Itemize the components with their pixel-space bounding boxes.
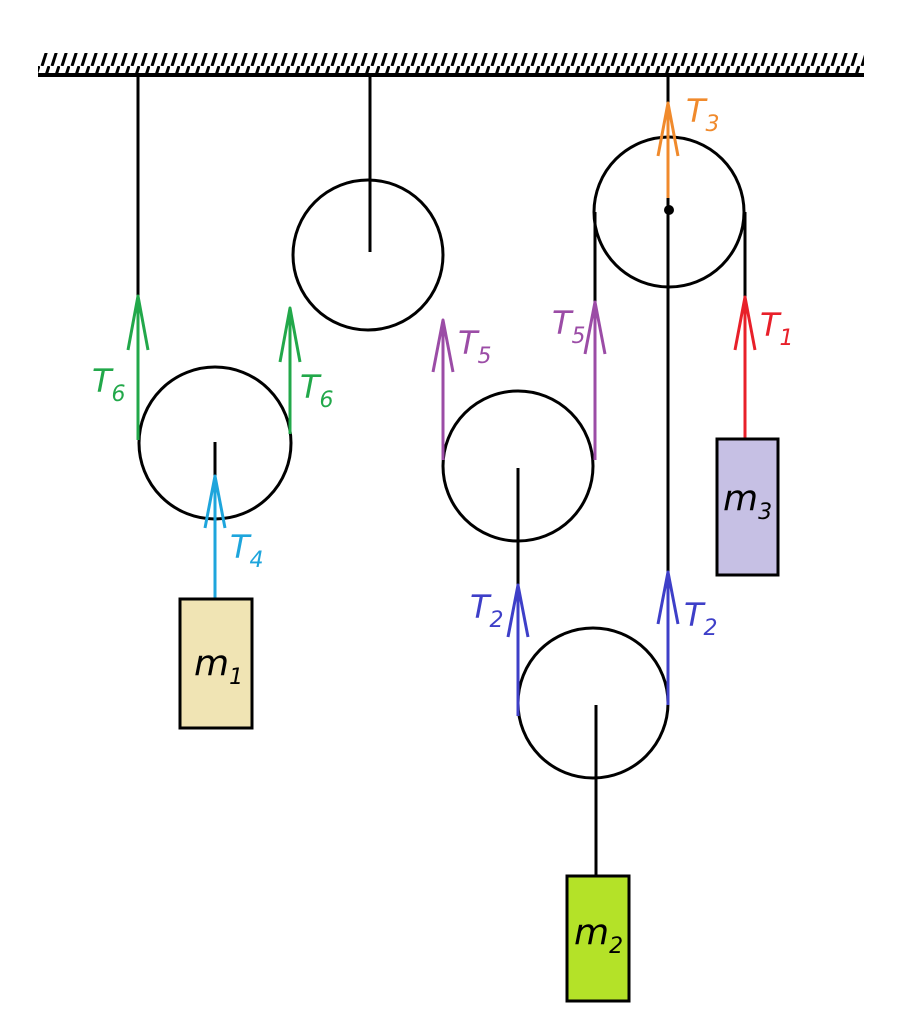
ceiling bbox=[38, 53, 864, 77]
t5-right-arrow bbox=[583, 300, 607, 460]
t5-left-label: T5 bbox=[458, 324, 492, 369]
pulley-bottom bbox=[516, 626, 670, 780]
t3-arrow bbox=[656, 101, 680, 198]
masses bbox=[178, 437, 780, 1003]
mass-m1-label: m1 bbox=[194, 643, 243, 690]
t6-left-label: T6 bbox=[92, 362, 126, 407]
t6-right-label: T6 bbox=[300, 368, 334, 413]
t2-right-label: T2 bbox=[684, 596, 718, 641]
mass-m3-box bbox=[715, 437, 780, 577]
pulley-top-right-axle-dot bbox=[664, 205, 674, 215]
mass-m2-label: m2 bbox=[574, 912, 623, 959]
t4-label: T4 bbox=[230, 528, 264, 573]
t1-label: T1 bbox=[760, 306, 794, 351]
t5-right-label: T5 bbox=[552, 304, 586, 349]
t5-left-arrow bbox=[431, 318, 455, 460]
t3-label: T3 bbox=[686, 92, 720, 137]
t4-arrow bbox=[203, 474, 227, 598]
t6-left-arrow bbox=[126, 294, 150, 440]
t6-right-arrow bbox=[278, 306, 302, 434]
pulley-middle bbox=[441, 389, 595, 543]
tension-arrows bbox=[126, 101, 757, 716]
t2-right-arrow bbox=[656, 570, 680, 705]
mass-m2-box bbox=[565, 874, 631, 1003]
pulley-top-middle bbox=[291, 178, 445, 332]
ropes bbox=[136, 75, 747, 876]
mass-m1-box bbox=[178, 597, 254, 730]
t1-arrow bbox=[733, 295, 757, 440]
t2-left-arrow bbox=[506, 583, 530, 716]
t2-left-label: T2 bbox=[470, 588, 504, 633]
mass-m3-label: m3 bbox=[723, 478, 772, 525]
